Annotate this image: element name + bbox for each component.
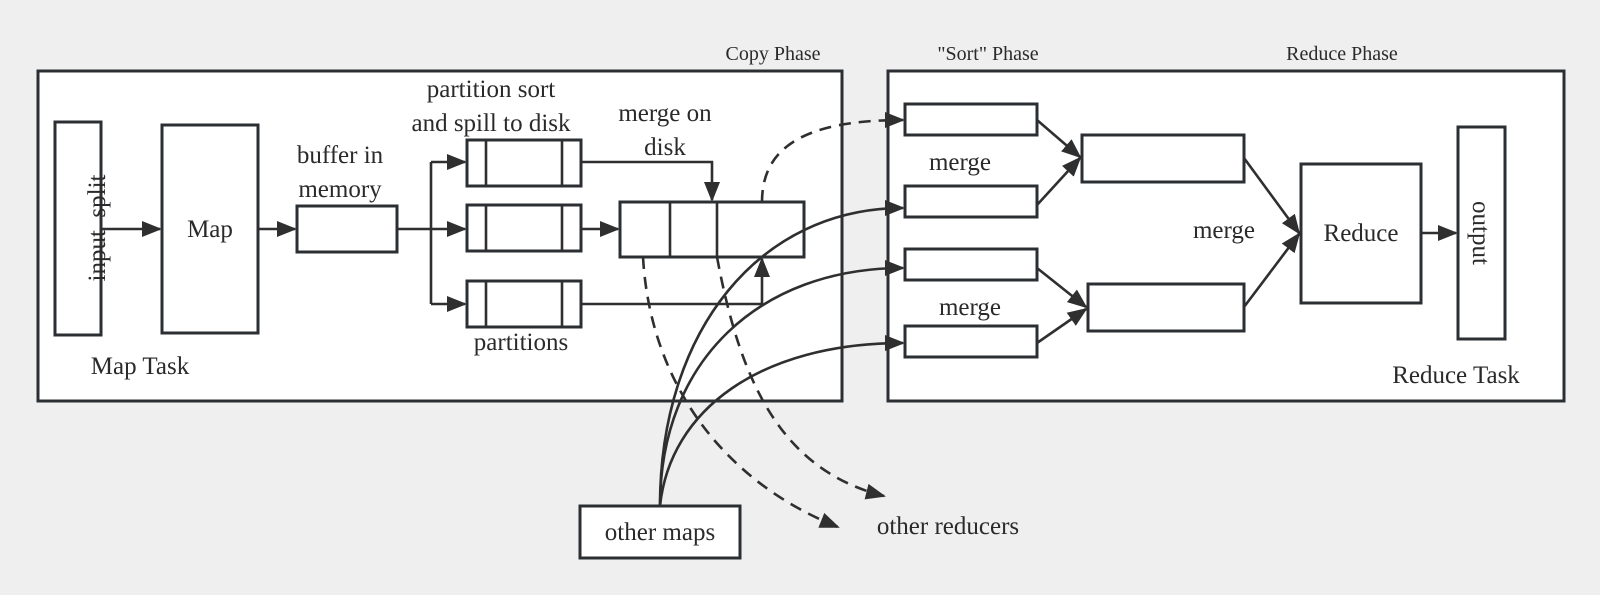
buffer-label-line2: memory xyxy=(298,176,382,203)
other-maps-label: other maps xyxy=(605,519,715,546)
output-box xyxy=(1456,125,1507,341)
partition-spill-1 xyxy=(465,138,583,188)
merge-on-disk-label-line2: disk xyxy=(644,134,686,161)
map-box xyxy=(160,123,260,335)
reduce-input-4 xyxy=(903,324,1039,359)
arrow-merged1-to-reduce xyxy=(1242,157,1301,235)
reduce-box xyxy=(1299,162,1423,305)
arrow-other-maps-to-input-3 xyxy=(658,260,905,507)
partition-sort-label-line1: partition sort xyxy=(427,76,556,103)
reduce-input-1 xyxy=(903,102,1039,137)
arrow-partition1-to-merge xyxy=(581,160,720,202)
arrow-input1-to-merged1 xyxy=(1036,119,1082,159)
input-split-box xyxy=(53,120,103,337)
dashed-arrow-to-other-reducer-2 xyxy=(715,256,886,500)
arrow-other-maps-to-input-2 xyxy=(658,200,905,507)
sort-phase-label: "Sort" Phase xyxy=(937,43,1038,65)
buffer-label-line1: buffer in xyxy=(297,142,384,169)
reduce-label: Reduce xyxy=(1324,220,1399,247)
partitions-label: partitions xyxy=(474,329,568,356)
dashed-arrow-to-other-reducer-1 xyxy=(641,256,840,529)
merge-label-mid: merge xyxy=(1193,217,1255,244)
merge-label-bottom: merge xyxy=(939,294,1001,321)
merged-file-box xyxy=(618,200,806,259)
other-reducers-label: other reducers xyxy=(877,513,1019,540)
dashed-arrow-to-reduce-input xyxy=(760,112,905,203)
output-label: output xyxy=(1467,201,1494,265)
merged-intermediate-2 xyxy=(1086,282,1246,333)
reduce-input-3 xyxy=(903,247,1039,282)
arrow-other-maps-to-input-4 xyxy=(658,335,905,507)
reduce-phase-label: Reduce Phase xyxy=(1286,43,1398,65)
arrow-input4-to-merged2 xyxy=(1036,307,1088,345)
merge-label-top: merge xyxy=(929,149,991,176)
partition-sort-label-line2: and spill to disk xyxy=(411,110,571,137)
map-task-label: Map Task xyxy=(91,353,190,380)
arrow-partition3-to-merge xyxy=(581,257,770,306)
merged-intermediate-1 xyxy=(1080,133,1246,184)
reduce-input-2 xyxy=(903,184,1039,219)
buffer-box xyxy=(295,204,399,254)
merge-on-disk-label-line1: merge on xyxy=(618,100,712,127)
arrow-input3-to-merged2 xyxy=(1036,266,1088,309)
partition-spill-3 xyxy=(465,279,583,329)
arrow-merged2-to-reduce xyxy=(1242,232,1301,308)
arrow-input2-to-merged1 xyxy=(1036,156,1082,206)
reduce-task-label: Reduce Task xyxy=(1392,362,1520,389)
map-label: Map xyxy=(187,216,233,243)
copy-phase-label: Copy Phase xyxy=(726,43,821,65)
partition-spill-2 xyxy=(465,203,583,253)
